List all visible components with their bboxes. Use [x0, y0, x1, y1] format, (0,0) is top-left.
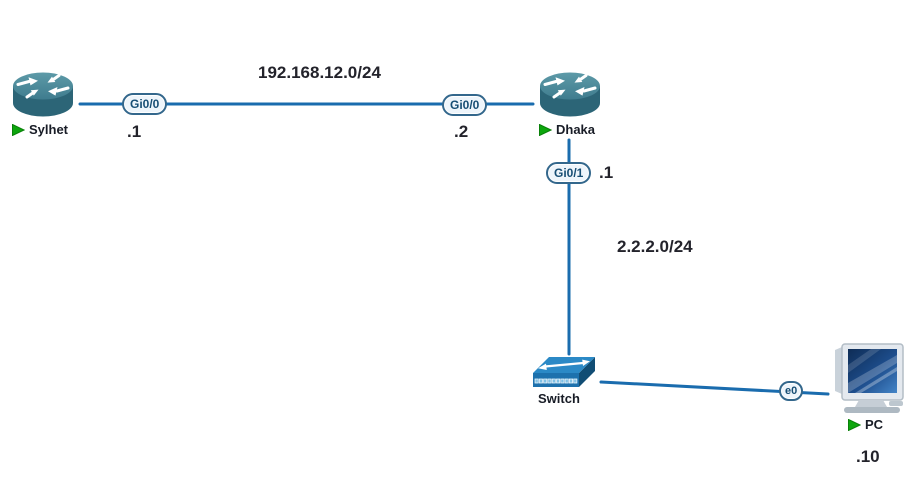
address-label-dhaka-gi0-0: .2 — [454, 122, 469, 141]
network-label-2-2-2-0: 2.2.2.0/24 — [617, 237, 693, 256]
interface-pill-sylhet-gi0-0: Gi0/0 — [122, 93, 168, 115]
device-name: Dhaka — [556, 122, 596, 137]
interface-pill-pc-e0: e0 — [779, 381, 804, 401]
device-label-switch: Switch — [538, 391, 580, 406]
device-name: PC — [865, 417, 884, 432]
network-label-192-168-12-0: 192.168.12.0/24 — [258, 63, 381, 82]
switch-icon[interactable] — [527, 351, 605, 393]
device-label-dhaka: Dhaka — [539, 122, 595, 137]
pc-icon[interactable] — [825, 341, 907, 415]
router-dhaka-icon[interactable] — [535, 69, 605, 121]
interface-pill-dhaka-gi0-1: Gi0/1 — [546, 162, 592, 184]
device-label-sylhet: Sylhet — [12, 122, 68, 137]
address-label-sylhet: .1 — [127, 122, 142, 141]
address-label-pc: .10 — [856, 447, 880, 466]
address-label-dhaka-gi0-1: .1 — [599, 163, 614, 182]
device-label-pc: PC — [848, 417, 883, 432]
interface-pill-dhaka-gi0-0: Gi0/0 — [442, 94, 488, 116]
running-status-icon — [539, 123, 552, 136]
running-status-icon — [12, 123, 25, 136]
running-status-icon — [848, 418, 861, 431]
router-sylhet-icon[interactable] — [8, 69, 78, 121]
device-name: Sylhet — [29, 122, 69, 137]
device-name: Switch — [538, 391, 580, 406]
